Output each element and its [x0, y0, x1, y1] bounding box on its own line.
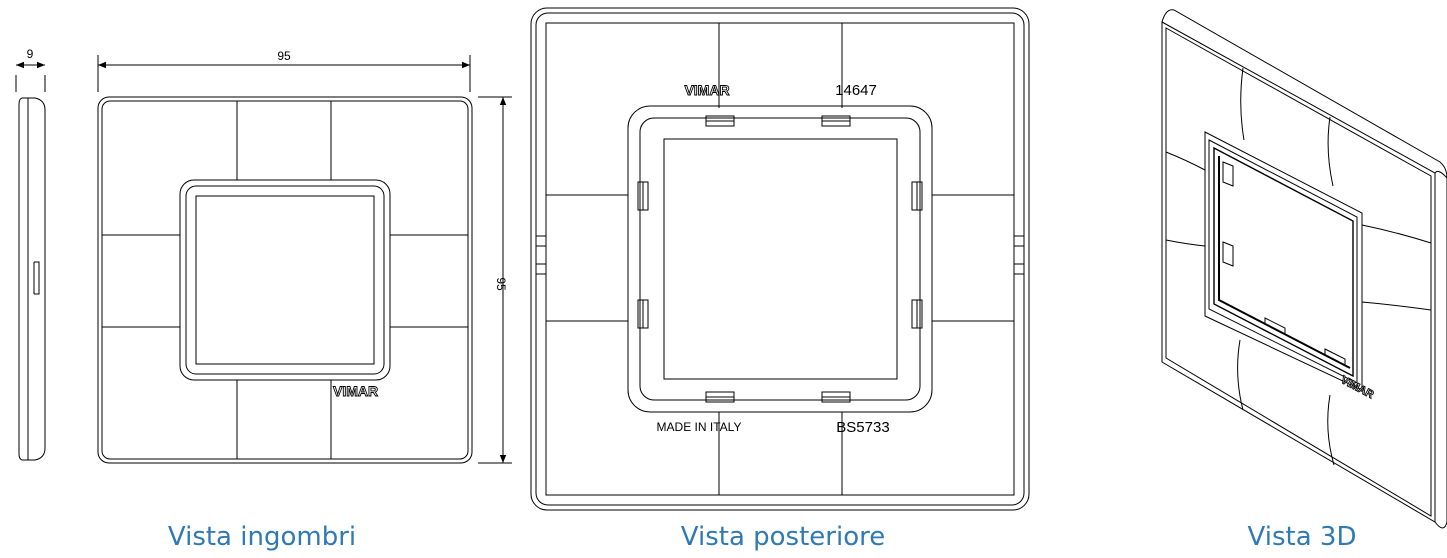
rear-brand-logo: VIMAR — [684, 82, 729, 98]
height-dimension-label: 95 — [494, 277, 508, 291]
isometric-view-plate — [1161, 9, 1447, 529]
rear-view-plate — [530, 7, 1030, 511]
depth-dimension-label: 9 — [27, 47, 34, 61]
side-profile-view — [15, 61, 46, 461]
rear-made-in-italy-label: MADE IN ITALY — [657, 420, 742, 434]
caption-vista-posteriore: Vista posteriore — [680, 522, 886, 552]
caption-vista-ingombri: Vista ingombri — [167, 522, 357, 552]
rear-standard-label: BS5733 — [836, 419, 889, 436]
width-dimension-label: 95 — [277, 49, 291, 63]
rear-code-label: 14647 — [835, 82, 877, 99]
front-view-plate — [97, 55, 512, 464]
caption-vista-3d: Vista 3D — [1247, 522, 1357, 552]
front-brand-logo: VIMAR — [333, 383, 378, 399]
